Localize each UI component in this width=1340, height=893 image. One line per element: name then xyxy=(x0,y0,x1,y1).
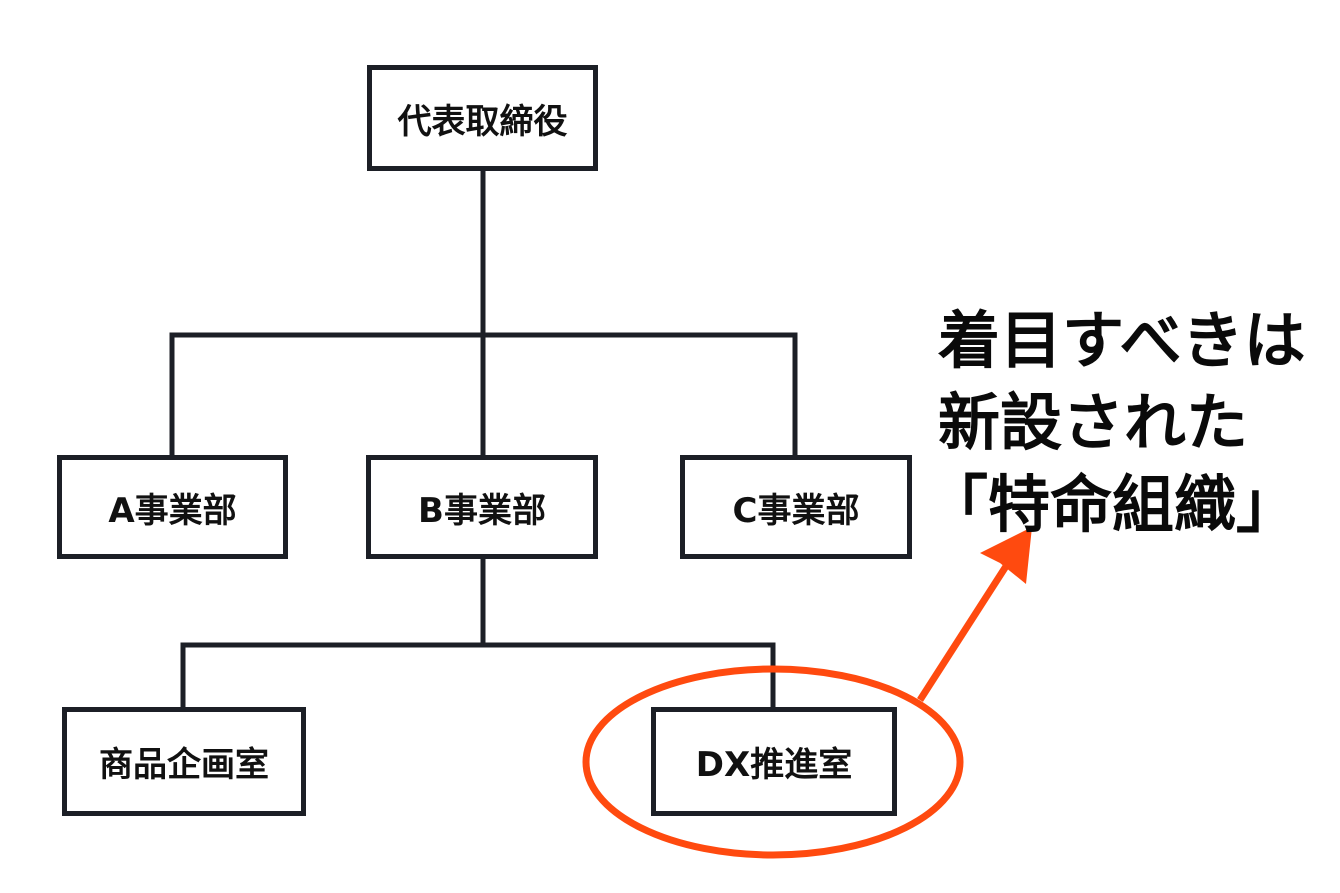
box-division-a: A事業部 xyxy=(57,455,288,559)
arrow-shaft xyxy=(917,558,1013,702)
box-dx-promotion: DX推進室 xyxy=(651,707,897,816)
annotation-text: 着目すべきは 新設された 「特命組織」 xyxy=(926,300,1306,546)
box-product-planning: 商品企画室 xyxy=(62,707,306,816)
box-label: 商品企画室 xyxy=(99,745,269,785)
box-label: C事業部 xyxy=(732,490,860,531)
box-division-c: C事業部 xyxy=(680,455,912,559)
connector-sub-units xyxy=(180,642,776,710)
box-label: 代表取締役 xyxy=(397,101,568,142)
box-ceo: 代表取締役 xyxy=(367,65,598,171)
annotation-line: 「特命組織」 xyxy=(926,468,1299,541)
box-label: A事業部 xyxy=(108,490,237,531)
arrow-head-icon xyxy=(980,527,1032,584)
highlight xyxy=(582,527,1032,859)
highlight-ellipse xyxy=(582,665,964,859)
connector-divisions xyxy=(169,332,798,458)
box-label: DX推進室 xyxy=(695,745,853,785)
box-division-b: B事業部 xyxy=(366,455,598,559)
annotation-line: 新設された xyxy=(938,386,1249,459)
annotation-line: 着目すべきは xyxy=(938,304,1306,377)
box-label: B事業部 xyxy=(418,490,546,531)
